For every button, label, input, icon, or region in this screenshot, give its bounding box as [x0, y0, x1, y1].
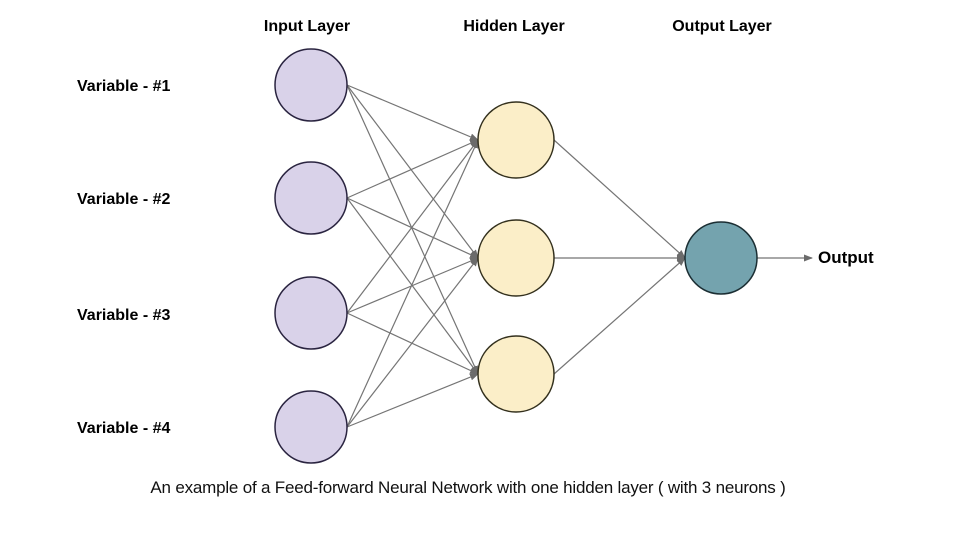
hidden-node-3 — [477, 335, 555, 413]
edge-input4-hidden2 — [346, 257, 479, 428]
input-node-label-1: Variable - #1 — [77, 78, 171, 95]
edge-hidden3-output — [553, 257, 686, 375]
edge-input4-hidden3 — [346, 373, 479, 428]
diagram-caption: An example of a Feed-forward Neural Netw… — [150, 478, 786, 497]
input-node-label-3: Variable - #3 — [77, 307, 171, 324]
edge-input2-hidden1 — [346, 139, 479, 199]
input-node-4 — [274, 390, 348, 464]
input-layer-header: Input Layer — [263, 18, 351, 35]
edge-input3-hidden1 — [346, 139, 479, 314]
hidden-layer-header: Hidden Layer — [463, 18, 565, 35]
edge-input4-hidden1 — [346, 139, 479, 428]
input-node-label-4: Variable - #4 — [77, 420, 171, 437]
input-node-3 — [274, 276, 348, 350]
edge-input1-hidden2 — [346, 84, 479, 259]
input-node-1 — [274, 48, 348, 122]
hidden-node-2 — [477, 219, 555, 297]
output-layer-header: Output Layer — [672, 18, 772, 35]
input-node-label-2: Variable - #2 — [77, 191, 171, 208]
edge-input3-hidden3 — [346, 312, 479, 375]
hidden-node-1 — [477, 101, 555, 179]
edge-hidden1-output — [553, 139, 686, 259]
edge-input1-hidden3 — [346, 84, 479, 375]
output-label: Output — [818, 248, 874, 267]
edge-input1-hidden1 — [346, 84, 479, 141]
edge-input3-hidden2 — [346, 257, 479, 314]
output-node — [684, 221, 758, 295]
edge-input2-hidden2 — [346, 197, 479, 259]
input-node-2 — [274, 161, 348, 235]
